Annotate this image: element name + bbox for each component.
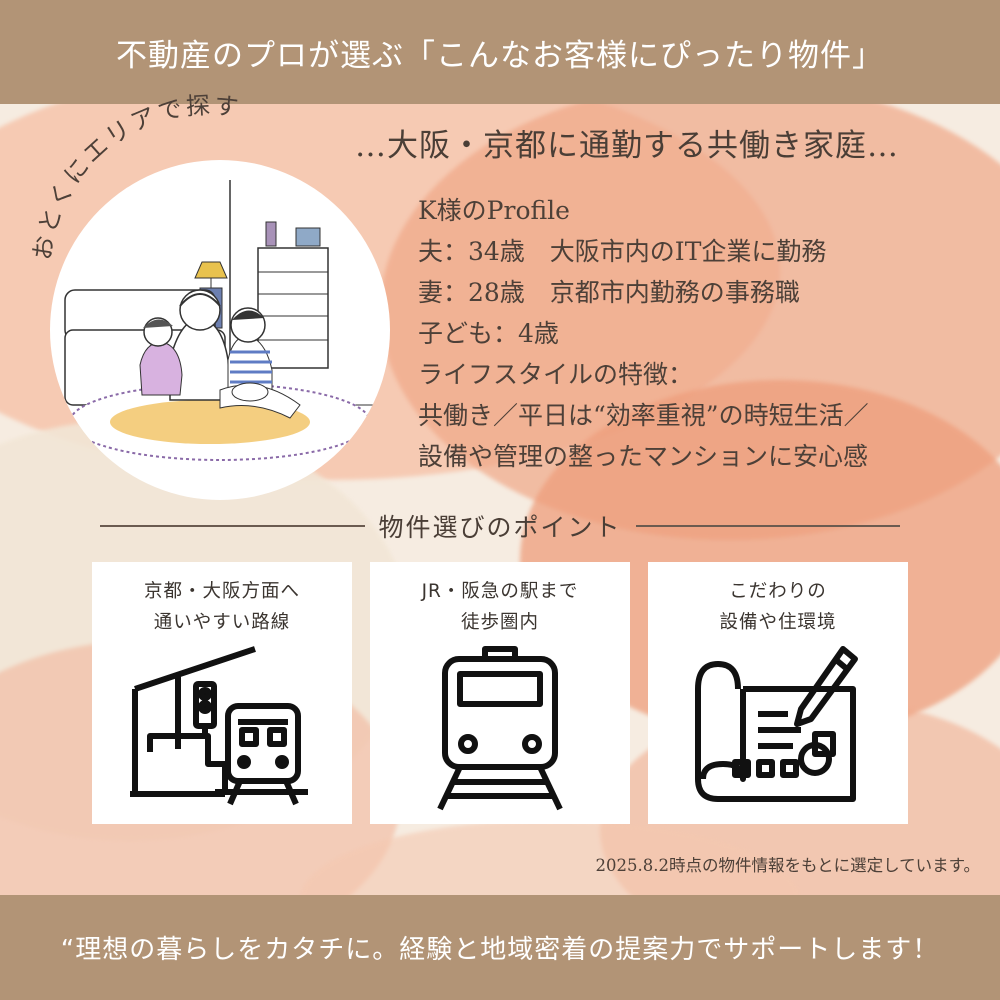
divider <box>100 525 365 527</box>
profile-line: ライフスタイルの特徴： <box>418 360 694 389</box>
selection-note: 2025.8.2時点の物件情報をもとに選定しています。 <box>595 856 980 875</box>
blueprint-pencil-icon <box>695 646 858 802</box>
profile-line: 子ども：4歳 <box>418 319 559 348</box>
target-headline: …大阪・京都に通勤する共働き家庭… <box>355 128 899 164</box>
profile-line: 共働き／平日は“効率重視”の時短生活／ <box>418 401 869 430</box>
point-card-caption: JR・阪急の駅まで 徒歩圏内 <box>370 576 630 638</box>
point-card-caption: 京都・大阪方面へ 通いやすい路線 <box>92 576 352 638</box>
point-card-caption: こだわりの 設備や住環境 <box>648 576 908 638</box>
points-heading: 物件選びのポイント <box>100 506 901 546</box>
train-station-icon <box>130 646 308 806</box>
family-illustration <box>50 160 390 500</box>
caption-line: JR・阪急の駅まで <box>421 581 579 602</box>
point-card-station: JR・阪急の駅まで 徒歩圏内 <box>370 562 630 824</box>
profile-line: K様のProfile <box>418 196 570 225</box>
footer-band: “理想の暮らしをカタチに。経験と地域密着の提案力でサポートします！ <box>0 895 1000 1000</box>
header-band: 不動産のプロが選ぶ「こんなお客様にぴったり物件」 <box>0 0 1000 104</box>
profile-line: 設備や管理の整ったマンションに安心感 <box>418 442 869 471</box>
points-title: 物件選びのポイント <box>378 513 622 542</box>
caption-line: 徒歩圏内 <box>460 612 539 633</box>
point-card-route: 京都・大阪方面へ 通いやすい路線 <box>92 562 352 824</box>
page-title: 不動産のプロが選ぶ「こんなお客様にぴったり物件」 <box>116 37 884 74</box>
caption-line: 京都・大阪方面へ <box>143 581 300 602</box>
customer-profile: K様のProfile 夫：34歳 大阪市内のIT企業に勤務 妻：28歳 京都市内… <box>418 190 993 477</box>
footer-message: “理想の暮らしをカタチに。経験と地域密着の提案力でサポートします！ <box>60 935 940 965</box>
profile-line: 夫：34歳 大阪市内のIT企業に勤務 <box>418 237 827 266</box>
profile-line: 妻：28歳 京都市内勤務の事務職 <box>418 278 800 307</box>
divider <box>635 525 901 527</box>
train-front-icon <box>437 646 563 811</box>
caption-line: 通いやすい路線 <box>153 612 291 633</box>
point-card-facilities: こだわりの 設備や住環境 <box>648 562 908 824</box>
caption-line: 設備や住環境 <box>719 612 837 633</box>
caption-line: こだわりの <box>729 581 827 602</box>
